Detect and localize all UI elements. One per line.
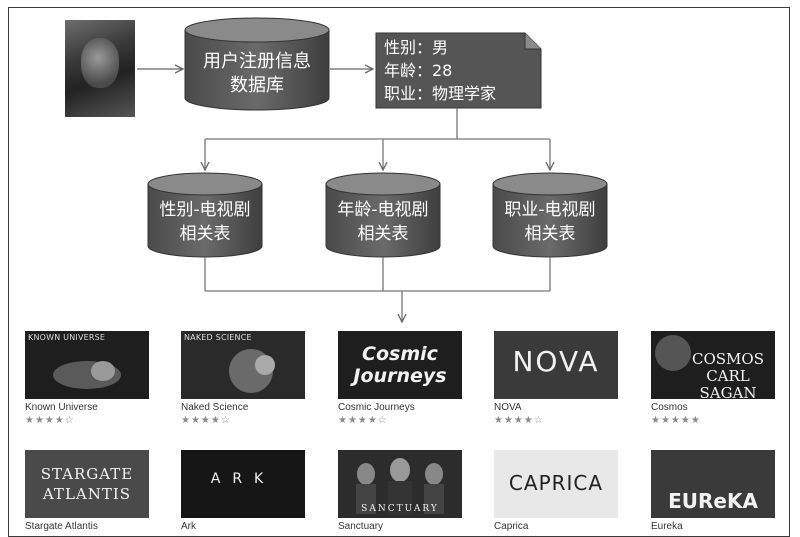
age-table-label-line2: 相关表 <box>357 224 409 244</box>
show-tile-sanctuary[interactable]: SANCTUARY Sanctuary <box>338 450 462 533</box>
user-db-label: 用户注册信息 数据库 <box>185 50 329 98</box>
show-logo: STARGATE ATLANTIS <box>40 465 134 503</box>
show-thumbnail[interactable]: SANCTUARY <box>338 450 462 518</box>
show-thumbnail[interactable]: EUReKA <box>651 450 775 518</box>
show-thumbnail-tag: KNOWN UNIVERSE <box>28 333 106 342</box>
show-tile-nova[interactable]: NOVA NOVA ★★★★☆ <box>494 331 618 427</box>
show-rating: ★★★★☆ <box>494 415 544 426</box>
user-db-label-line2: 数据库 <box>230 75 284 96</box>
show-title[interactable]: Cosmic Journeys <box>338 402 415 413</box>
profile-age: 年龄：28 <box>384 61 453 80</box>
age-table-label: 年龄-电视剧 相关表 <box>326 198 440 246</box>
show-tile-eureka[interactable]: EUReKA Eureka <box>651 450 775 533</box>
show-thumbnail[interactable]: ARK <box>181 450 305 518</box>
show-thumbnail-tag: NAKED SCIENCE <box>184 333 252 342</box>
show-title[interactable]: Caprica <box>494 521 529 532</box>
planet-image <box>655 335 691 371</box>
age-table-label-line1: 年龄-电视剧 <box>337 200 429 220</box>
show-tile-caprica[interactable]: CAPRICA Caprica <box>494 450 618 533</box>
show-title[interactable]: Ark <box>181 521 196 532</box>
show-thumbnail[interactable]: COSMOS CARL SAGAN <box>651 331 775 399</box>
show-logo: SANCTUARY <box>361 504 439 514</box>
show-logo: ARK <box>210 471 276 487</box>
hand-image <box>53 361 121 389</box>
show-title[interactable]: Cosmos <box>651 402 688 413</box>
profile-job: 职业：物理学家 <box>384 84 497 103</box>
cast-image <box>356 458 444 514</box>
nebula-image <box>229 349 275 393</box>
show-title[interactable]: Known Universe <box>25 402 98 413</box>
profile-info: 性别：男 年龄：28 职业：物理学家 <box>384 36 496 105</box>
show-logo: Cosmic Journeys <box>353 343 447 387</box>
job-table-label: 职业-电视剧 相关表 <box>493 198 607 246</box>
user-photo <box>65 20 135 117</box>
show-thumbnail[interactable]: STARGATE ATLANTIS <box>25 450 149 518</box>
show-logo: NOVA <box>512 345 600 378</box>
show-tile-ark[interactable]: ARK Ark <box>181 450 305 533</box>
show-logo: COSMOS CARL SAGAN <box>692 350 764 400</box>
gender-table-cylinder <box>147 172 263 258</box>
show-rating: ★★★★★ <box>651 415 701 426</box>
show-rating: ★★★★☆ <box>181 415 231 426</box>
show-tile-known-universe[interactable]: KNOWN UNIVERSE Known Universe ★★★★☆ <box>25 331 149 427</box>
age-table-cylinder <box>325 172 441 258</box>
show-rating: ★★★★☆ <box>25 415 75 426</box>
show-title[interactable]: Eureka <box>651 521 683 532</box>
show-title[interactable]: Sanctuary <box>338 521 384 532</box>
gender-table-label-line1: 性别-电视剧 <box>159 200 251 220</box>
show-title[interactable]: Stargate Atlantis <box>25 521 98 532</box>
show-logo: EUReKA <box>668 489 758 513</box>
show-tile-cosmos[interactable]: COSMOS CARL SAGAN Cosmos ★★★★★ <box>651 331 775 427</box>
user-db-label-line1: 用户注册信息 <box>203 51 311 72</box>
user-db-cylinder <box>184 17 330 111</box>
job-table-cylinder <box>492 172 608 258</box>
show-thumbnail[interactable]: Cosmic Journeys <box>338 331 462 399</box>
show-thumbnail[interactable]: NOVA <box>494 331 618 399</box>
job-table-label-line2: 相关表 <box>524 224 576 244</box>
profile-card <box>375 32 542 109</box>
show-thumbnail[interactable]: CAPRICA <box>494 450 618 518</box>
profile-gender: 性别：男 <box>384 38 449 57</box>
show-tile-cosmic-journeys[interactable]: Cosmic Journeys Cosmic Journeys ★★★★☆ <box>338 331 462 427</box>
show-tile-stargate-atlantis[interactable]: STARGATE ATLANTIS Stargate Atlantis <box>25 450 149 533</box>
show-rating: ★★★★☆ <box>338 415 388 426</box>
job-table-label-line1: 职业-电视剧 <box>504 200 596 220</box>
show-thumbnail[interactable]: KNOWN UNIVERSE <box>25 331 149 399</box>
show-logo: CAPRICA <box>508 471 604 495</box>
gender-table-label: 性别-电视剧 相关表 <box>148 198 262 246</box>
show-thumbnail[interactable]: NAKED SCIENCE <box>181 331 305 399</box>
user-face-image <box>81 38 119 88</box>
gender-table-label-line2: 相关表 <box>179 224 231 244</box>
show-title[interactable]: NOVA <box>494 402 522 413</box>
show-title[interactable]: Naked Science <box>181 402 249 413</box>
show-tile-naked-science[interactable]: NAKED SCIENCE Naked Science ★★★★☆ <box>181 331 305 427</box>
